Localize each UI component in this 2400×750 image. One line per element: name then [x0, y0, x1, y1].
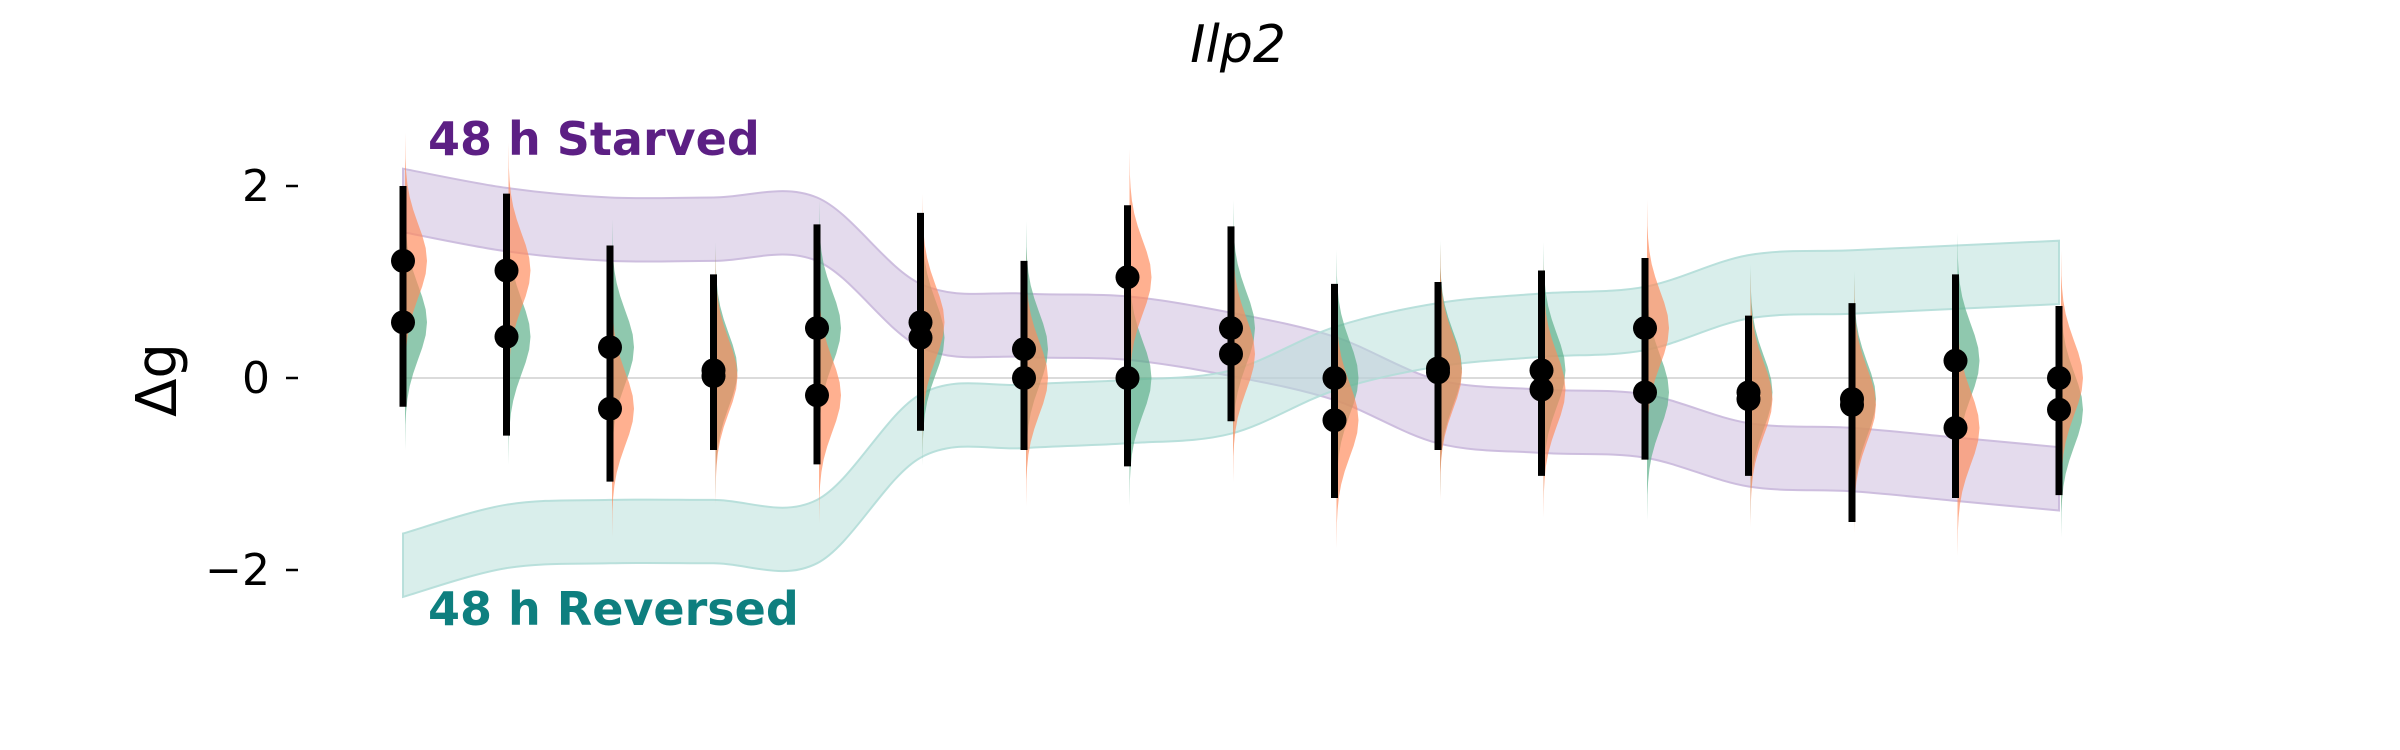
violin-orange-6 — [922, 15, 945, 630]
mean-point-3-2 — [598, 396, 622, 421]
violin-orange-5 — [819, 88, 841, 703]
violin-orange-16 — [1957, 120, 1980, 736]
mean-point-16-2 — [1943, 415, 1968, 440]
mean-point-6-2 — [908, 325, 933, 350]
violin-orange-7 — [1026, 70, 1048, 686]
mean-point-8-1 — [1115, 265, 1140, 290]
violin-group-14 — [1736, 85, 1773, 707]
mean-point-7-1 — [1012, 337, 1036, 362]
violin-group-11 — [1426, 61, 1462, 680]
violin-orange-2 — [508, 0, 531, 578]
mean-point-17-1 — [2047, 366, 2071, 390]
violin-orange-11 — [1440, 65, 1462, 680]
mean-point-2-2 — [494, 324, 519, 349]
mean-point-10-2 — [1322, 408, 1347, 433]
y-axis: 2 0 −2 — [205, 161, 298, 596]
violin-green-2 — [508, 29, 531, 644]
mean-point-2-1 — [494, 258, 519, 283]
mean-point-17-2 — [2047, 397, 2071, 422]
violin-group-12 — [1529, 63, 1566, 697]
violin-green-5 — [819, 20, 841, 636]
mean-point-12-1 — [1529, 358, 1554, 383]
mean-point-4-2 — [701, 364, 726, 389]
mean-point-9-2 — [1219, 342, 1243, 366]
mean-point-5-1 — [805, 316, 829, 341]
violin-group-13 — [1633, 20, 1669, 700]
mean-point-7-2 — [1012, 366, 1036, 390]
violin-group-1 — [391, 0, 427, 630]
mean-point-5-2 — [805, 383, 829, 408]
mean-point-11-2 — [1426, 360, 1450, 385]
violin-orange-15 — [1854, 97, 1876, 713]
mean-point-9-1 — [1219, 316, 1243, 341]
mean-point-12-2 — [1529, 377, 1554, 402]
violin-orange-4 — [715, 68, 738, 684]
y-tick-label: 2 — [242, 161, 270, 212]
violin-group-16 — [1943, 53, 1980, 736]
violin-group-5 — [805, 20, 841, 703]
mean-point-13-2 — [1633, 380, 1657, 405]
violin-groups — [391, 0, 2083, 736]
annotation-48h-reversed: 48 h Reversed — [428, 582, 799, 636]
y-tick-label: −2 — [205, 545, 270, 596]
violin-group-4 — [701, 63, 738, 684]
violin-orange-17 — [2061, 70, 2083, 686]
violin-group-2 — [494, 0, 531, 644]
violin-orange-1 — [405, 0, 427, 569]
violin-orange-12 — [1543, 82, 1566, 697]
violin-group-8 — [1115, 0, 1152, 686]
mean-point-1-2 — [391, 310, 415, 335]
violin-orange-3 — [612, 101, 634, 716]
mean-point-8-2 — [1115, 366, 1140, 390]
violin-group-17 — [2047, 70, 2083, 717]
violin-orange-14 — [1750, 91, 1773, 707]
violin-green-3 — [612, 40, 634, 655]
y-tick-label: 0 — [242, 353, 270, 404]
violin-orange-13 — [1647, 20, 1669, 636]
mean-point-3-1 — [598, 335, 622, 360]
violin-orange-9 — [1233, 46, 1255, 662]
violin-green-13 — [1647, 85, 1669, 700]
violin-green-16 — [1957, 53, 1980, 668]
violin-group-7 — [1012, 42, 1048, 686]
chart-title: Ilp2 — [1190, 15, 1286, 75]
violin-green-1 — [405, 15, 427, 630]
mean-point-15-2 — [1840, 392, 1864, 417]
violin-group-6 — [908, 15, 945, 645]
violin-green-8 — [1129, 70, 1152, 686]
mean-point-1-1 — [391, 248, 415, 273]
violin-orange-8 — [1129, 0, 1152, 585]
mean-point-14-2 — [1736, 387, 1761, 412]
violin-group-9 — [1219, 20, 1255, 662]
violin-group-10 — [1322, 70, 1359, 728]
violin-orange-10 — [1336, 113, 1359, 728]
mean-point-16-1 — [1943, 348, 1968, 373]
annotation-48h-starved: 48 h Starved — [428, 112, 760, 166]
mean-point-10-1 — [1322, 366, 1347, 390]
y-axis-label: Δg — [125, 343, 190, 417]
violin-group-15 — [1840, 91, 1876, 713]
violin-group-3 — [598, 40, 634, 716]
mean-point-13-1 — [1633, 316, 1657, 341]
